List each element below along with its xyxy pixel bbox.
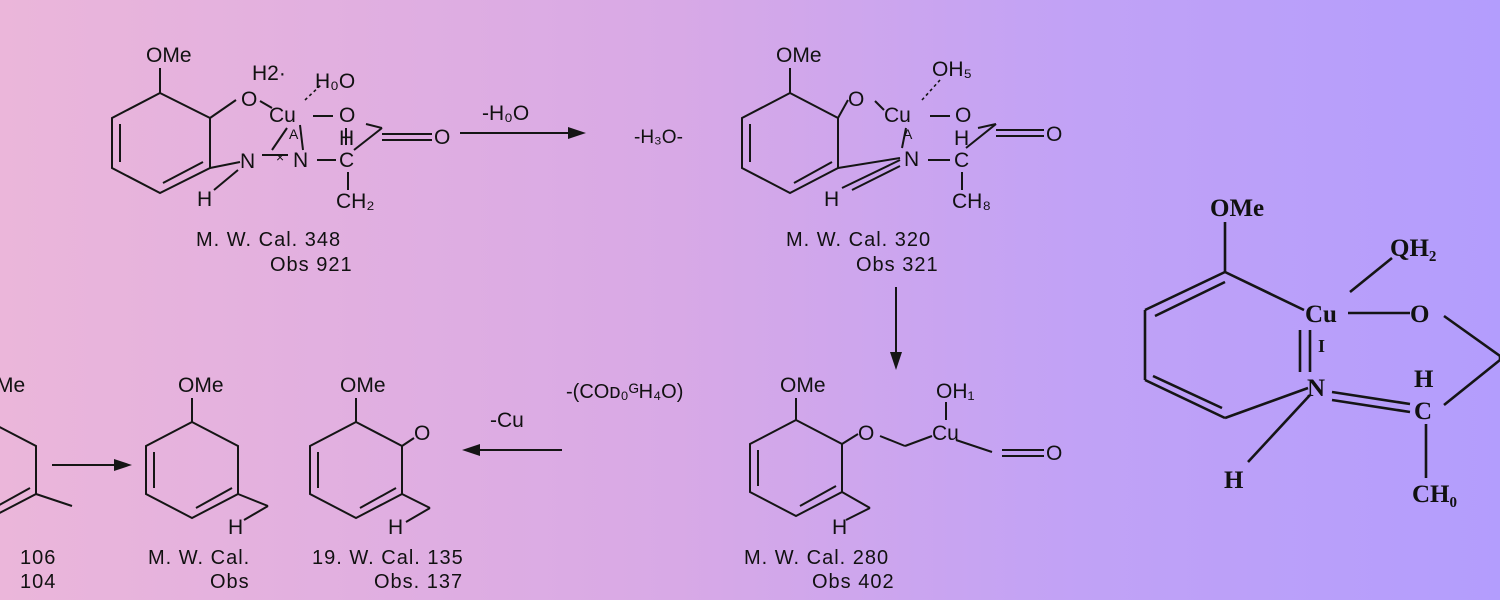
- c7-o-label: O: [1410, 301, 1429, 328]
- c7-n-label: N: [1307, 375, 1325, 402]
- c1-h-alpha-label: H: [339, 127, 354, 150]
- c1-ring-o-label: O: [339, 104, 355, 127]
- c2-n-label: N: [904, 148, 919, 171]
- c6-mw-obs: 104: [20, 571, 56, 593]
- c3-ether-o-label: O: [858, 422, 874, 445]
- c5-mw-cal: M. W. Cal.: [148, 547, 250, 569]
- c3-benzene-ring: [749, 418, 843, 518]
- c4-h-label: H: [388, 516, 403, 539]
- c1-cu-label: Cu: [269, 104, 296, 127]
- c4-ome-label: OMe: [340, 374, 386, 397]
- arrow-step-3: -(COᴅ₀ᴳH₄O): [566, 381, 683, 403]
- c1-nh-h-label: H: [197, 188, 212, 211]
- c2-h-alpha-label: H: [954, 127, 969, 150]
- c1-ome-label: OMe: [146, 44, 192, 67]
- c6-mw-cal: 106: [20, 547, 56, 569]
- c7-qh2-label: QH₂: [1390, 235, 1436, 262]
- c1-n2-label: N: [293, 149, 308, 172]
- c2-ch3-label: CH₈: [952, 190, 991, 213]
- c3-mw-obs: Obs 402: [812, 571, 895, 593]
- c1-phenol-o-label: O: [241, 88, 257, 111]
- c2-mw-cal: M. W. Cal. 320: [786, 229, 931, 251]
- c6-benzene-ring: [0, 426, 37, 514]
- c2-carbonyl-o-label: O: [1046, 123, 1062, 146]
- c4-o-label: O: [414, 422, 430, 445]
- step4-reagent: -Cu: [490, 409, 524, 432]
- c7-c-alpha-label: C: [1414, 398, 1432, 425]
- c2-ring-o-label: O: [955, 104, 971, 127]
- c1-mw-cal: M. W. Cal. 348: [196, 229, 341, 251]
- c2-c-alpha-label: C: [954, 149, 969, 172]
- c7-h-n-label: H: [1224, 467, 1244, 494]
- compound-5: OMe H M. W. Cal. Obs: [145, 374, 269, 593]
- c1-mw-obs: Obs 921: [270, 254, 353, 276]
- step1-side-label: -H₃O-: [634, 127, 683, 148]
- c7-i-label: I: [1318, 336, 1325, 356]
- c3-oh-label: OH₁: [936, 380, 975, 403]
- c7-ch3-label: CH₀: [1412, 481, 1457, 508]
- c3-ome-label: OMe: [780, 374, 826, 397]
- c1-benzene-ring: [111, 91, 211, 195]
- compound-3: OMe O OH₁ Cu O H M. W. Cal. 280 Obs 402: [744, 374, 1062, 593]
- c2-oh-label: OH₅: [932, 58, 972, 81]
- c5-mw-obs: Obs: [210, 571, 250, 593]
- step3-reagent: -(COᴅ₀ᴳH₄O): [566, 381, 683, 403]
- compound-6: Me 106 104: [0, 374, 73, 593]
- c3-cu-label: Cu: [932, 422, 959, 445]
- arrow-step-5: [52, 459, 132, 471]
- compound-2: OMe O Cu OH₅ O O A N H C H CH₈ M. W. Cal…: [741, 44, 1062, 276]
- c2-mw-obs: Obs 321: [856, 254, 939, 276]
- c4-mw-obs: Obs. 137: [374, 571, 463, 593]
- compound-4: OMe O H 19. W. Cal. 135 Obs. 137: [309, 374, 464, 593]
- c1-n1-label: N: [240, 150, 255, 173]
- c7-ome-label: OMe: [1210, 195, 1264, 222]
- c1-x-label: ×: [276, 149, 284, 165]
- c2-phenol-o-label: O: [848, 88, 864, 111]
- arrow-step-4: -Cu: [462, 409, 562, 456]
- c1-ch3-label: CH₂: [336, 190, 374, 213]
- c1-h2o-label: H₀O: [315, 70, 355, 93]
- c7-cu-label: Cu: [1305, 301, 1337, 328]
- c5-h-label: H: [228, 516, 243, 539]
- compound-1: OMe O Cu H2· H₀O O O N × N A H C H CH₂ M…: [111, 44, 450, 276]
- c3-h-label: H: [832, 516, 847, 539]
- c1-carbonyl-o-label: O: [434, 126, 450, 149]
- c7-h-alpha-label: H: [1414, 366, 1434, 393]
- c1-c-alpha-label: C: [339, 149, 354, 172]
- arrow-step-2: [890, 287, 902, 370]
- arrow-step-1: -H₀O -H₃O-: [460, 102, 683, 148]
- c2-small-a-label: A: [903, 126, 913, 142]
- c1-small-a-label: A: [289, 126, 299, 142]
- c2-cu-label: Cu: [884, 104, 911, 127]
- c5-benzene-ring: [145, 420, 239, 520]
- compound-7: OMe QH₂ Cu I O N H C H CH₀: [1143, 195, 1500, 508]
- c2-benzene-ring: [741, 91, 839, 195]
- step1-reagent: -H₀O: [482, 102, 529, 125]
- c3-mw-cal: M. W. Cal. 280: [744, 547, 889, 569]
- c2-ome-label: OMe: [776, 44, 822, 67]
- c3-carbonyl-o-label: O: [1046, 442, 1062, 465]
- c2-ch-h-label: H: [824, 188, 839, 211]
- c4-mw-cal: 19. W. Cal. 135: [312, 547, 464, 569]
- c4-benzene-ring: [309, 420, 403, 520]
- c6-ome-label: Me: [0, 374, 25, 397]
- c5-ome-label: OMe: [178, 374, 224, 397]
- c1-h2-label: H2·: [252, 62, 286, 85]
